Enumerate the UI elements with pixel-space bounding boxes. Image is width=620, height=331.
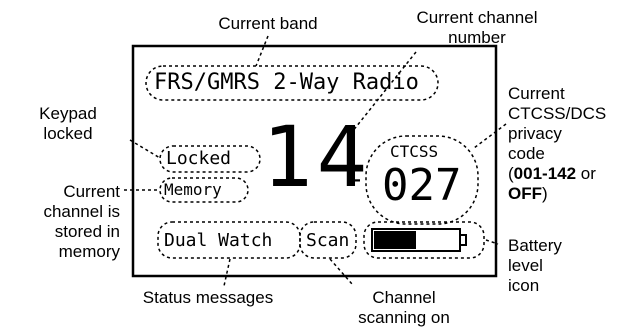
callout-keypad-locked: Keypad locked (39, 104, 97, 143)
code-type: CTCSS (390, 142, 439, 161)
battery-icon (371, 228, 467, 252)
callout-status-messages: Status messages (142, 288, 274, 307)
leader-battery (485, 239, 499, 245)
leader-privacy (473, 123, 507, 149)
dual-watch-indicator: Dual Watch (164, 230, 273, 251)
callout-current-band: Current band (218, 14, 318, 33)
privacy-oval (365, 135, 479, 225)
memory-indicator: Memory (164, 180, 222, 199)
memory-oval (159, 177, 249, 203)
band-oval (145, 65, 439, 101)
leader-status (223, 258, 231, 287)
channel-number: 14 (262, 108, 372, 206)
scan-indicator: Scan (306, 230, 350, 251)
band-display: FRS/GMRS 2-Way Radio (154, 70, 419, 95)
leader-scan (329, 258, 353, 285)
channel-dash: - (348, 162, 365, 195)
leader-locked (129, 139, 161, 159)
leader-band (255, 35, 269, 67)
scan-oval (299, 221, 357, 259)
callout-current-channel-number: Current channel number (416, 8, 538, 47)
locked-oval (159, 145, 261, 173)
locked-indicator: Locked (166, 148, 232, 169)
privacy-range: (001-142 or (508, 164, 596, 183)
privacy-code: 027 (382, 160, 462, 211)
callout-channel-scanning: Channel scanning on (358, 288, 450, 327)
callout-channel-memory: Current channel is stored in memory (43, 182, 120, 261)
lcd-frame (131, 44, 498, 278)
callout-privacy-code: Current CTCSS/DCS privacy code (001-142 … (508, 84, 620, 204)
callout-battery-level-icon: Battery level icon (508, 236, 562, 295)
leader-channel (351, 51, 417, 133)
